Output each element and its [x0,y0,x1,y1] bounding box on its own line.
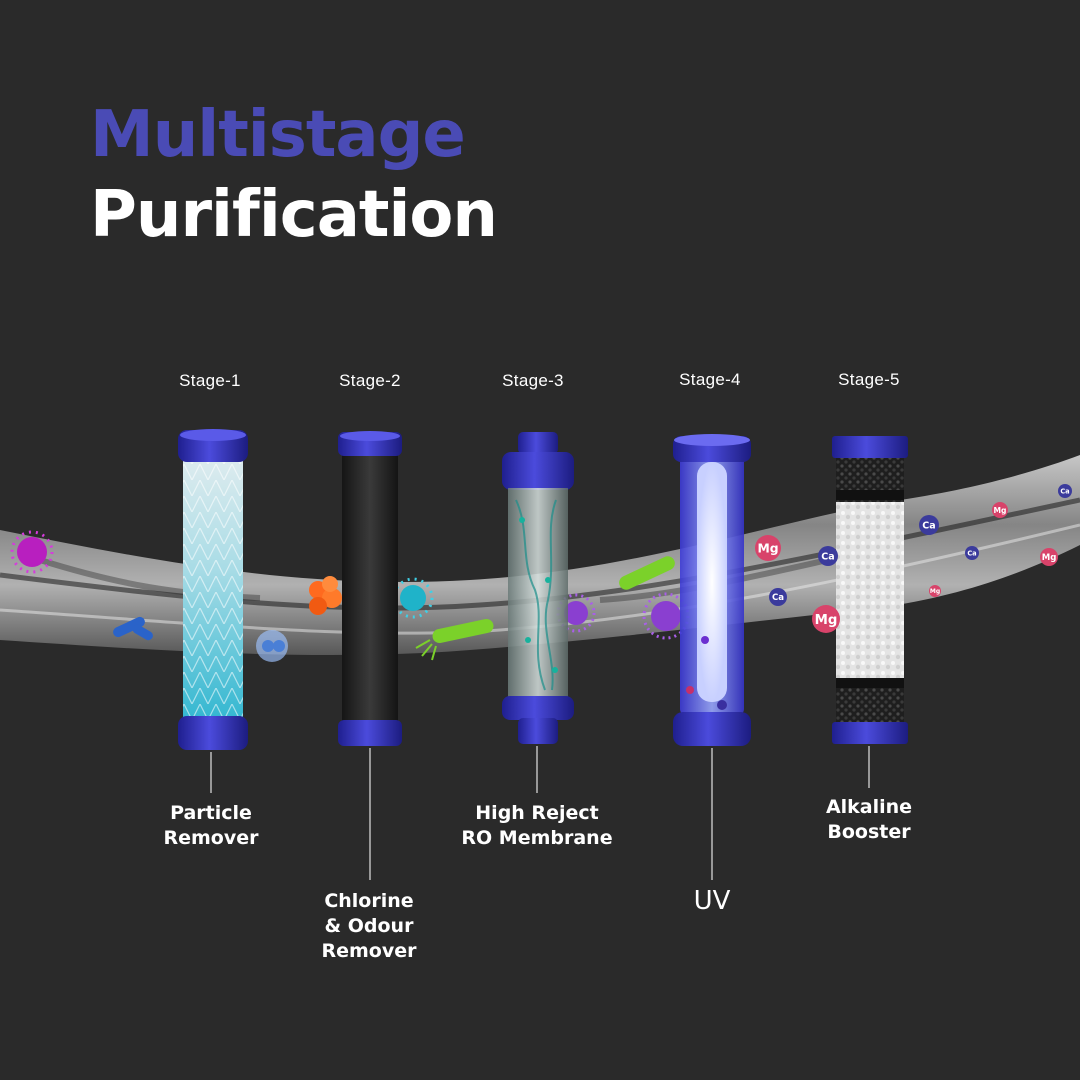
uv-lamp-chamber-icon [673,434,751,746]
svg-text:Mg: Mg [815,613,838,628]
filter-name-ro-membrane: High Reject RO Membrane [461,802,613,849]
cyst-icon [256,630,288,662]
mineral-cartridge-icon [832,436,908,744]
title-line-multistage: Multistage [90,98,466,172]
virus-icon [392,577,434,619]
bacteria-icon [415,619,494,661]
svg-text:Mg: Mg [757,542,778,556]
svg-text:Mg: Mg [930,588,940,595]
page-title: Multistage Purification [90,95,498,255]
magnesium-ion-icon: Mg [755,535,781,561]
svg-text:Mg: Mg [1042,553,1057,563]
svg-text:Ca: Ca [1060,487,1069,495]
calcium-ion-icon: Ca [769,588,787,606]
svg-text:Mg: Mg [994,506,1007,515]
stage-label-1: Stage-1 [179,371,241,390]
magnesium-ion-icon: Mg [812,605,840,633]
title-line-purification: Purification [90,178,498,252]
particle-cluster-icon [309,576,342,615]
connector-lines [210,746,870,880]
magnesium-ion-icon: Mg [929,585,941,597]
svg-text:Ca: Ca [922,521,935,532]
stage-label-2: Stage-2 [339,371,401,390]
stage-label-5: Stage-5 [838,370,900,389]
pleated-sediment-cartridge-icon [178,429,248,750]
magnesium-ion-icon: Mg [1040,548,1058,566]
stage-label-4: Stage-4 [679,370,741,389]
calcium-ion-icon: Ca [1058,484,1072,498]
carbon-block-cartridge-icon [338,431,402,746]
virus-icon [556,593,596,633]
filter-name-alkaline-booster: Alkaline Booster [825,796,913,843]
virus-icon [10,530,54,574]
stage-label-3: Stage-3 [502,371,564,390]
calcium-ion-icon: Ca [818,546,838,566]
filter-name-particle-remover: Particle Remover [163,802,259,849]
bacteria-icon [619,556,675,590]
svg-text:Ca: Ca [967,549,976,557]
calcium-ion-icon: Ca [919,515,939,535]
svg-text:Ca: Ca [772,593,784,603]
calcium-ion-icon: Ca [965,546,979,560]
svg-text:Ca: Ca [821,552,834,563]
ro-membrane-cartridge-icon [502,432,574,744]
magnesium-ion-icon: Mg [992,502,1008,518]
filter-name-chlorine-odour-remover: Chlorine & Odour Remover [321,890,417,962]
filter-name-uv: UV [693,886,731,916]
bacteria-icon [113,616,153,641]
